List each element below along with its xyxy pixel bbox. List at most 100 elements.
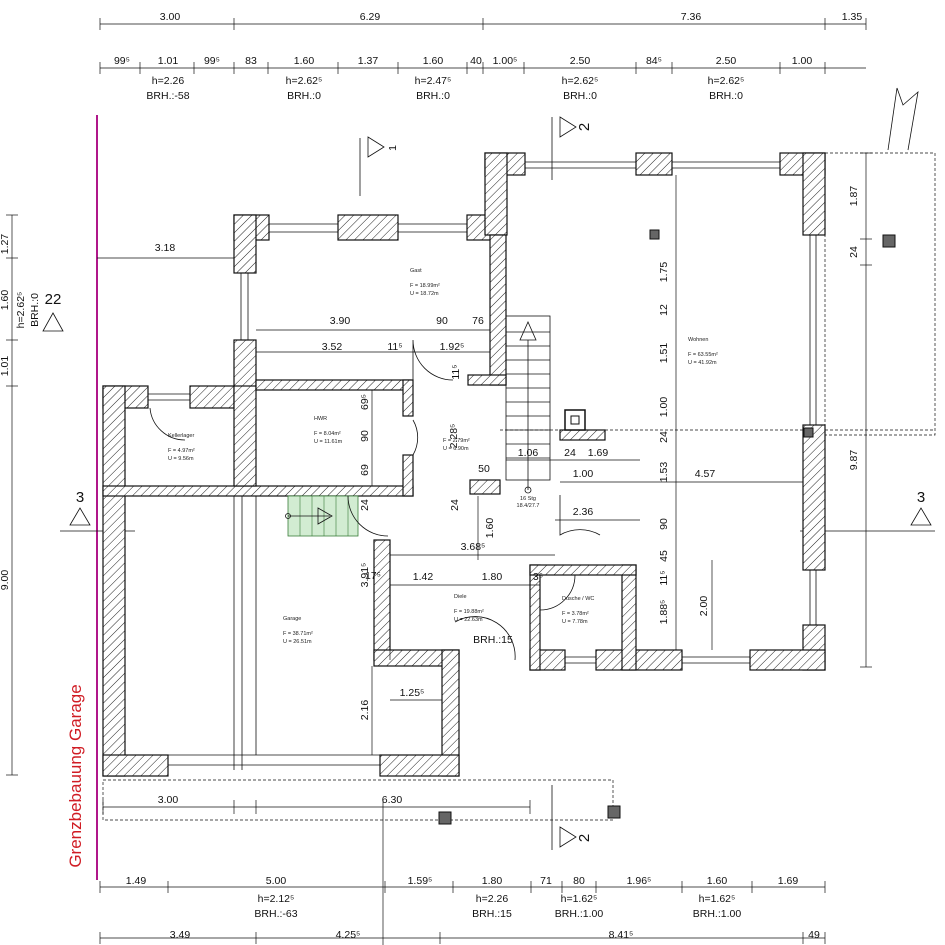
svg-text:1.00: 1.00 xyxy=(658,397,670,418)
column xyxy=(607,805,621,819)
top-dim-r2-10: 2.50 xyxy=(570,55,591,67)
section-mark-1: 1 xyxy=(359,136,399,196)
svg-text:1.00: 1.00 xyxy=(573,468,594,480)
svg-text:4.57: 4.57 xyxy=(695,468,716,480)
room-kellerlager: Kellerlager F = 4.97m² U = 9.56m xyxy=(168,433,195,462)
column xyxy=(649,229,660,240)
column xyxy=(438,811,452,825)
svg-text:1.69: 1.69 xyxy=(588,447,609,459)
svg-text:11⁵: 11⁵ xyxy=(387,341,402,353)
walls xyxy=(102,152,826,777)
top-dimension-row-1: 3.00 6.29 7.36 1.35 xyxy=(99,11,867,30)
window-height: h=2.62⁵ xyxy=(708,75,745,87)
room-gast: Gast F = 18.99m² U = 18.72m xyxy=(410,268,440,297)
svg-text:4.25⁵: 4.25⁵ xyxy=(336,929,361,941)
room-garage: Garage F = 38.71m² U = 26.51m xyxy=(283,616,313,645)
left-dim-3: 1.01 xyxy=(0,356,11,377)
svg-text:F = 38.71m²: F = 38.71m² xyxy=(283,631,313,637)
svg-text:1.75: 1.75 xyxy=(658,262,670,283)
window-height: h=2.62⁵ xyxy=(562,75,599,87)
svg-text:1.59⁵: 1.59⁵ xyxy=(408,875,433,887)
svg-text:90: 90 xyxy=(658,518,670,530)
top-window-specs: h=2.26 BRH.:-58 h=2.62⁵ BRH.:0 h=2.47⁵ B… xyxy=(146,75,744,102)
room-small: F = 2.79m² U = 6.90m xyxy=(443,438,470,452)
svg-text:2.36: 2.36 xyxy=(573,506,594,518)
top-dim-r2-5: 1.60 xyxy=(294,55,315,67)
svg-text:U = 26.51m: U = 26.51m xyxy=(283,639,312,645)
svg-text:F = 8.04m²: F = 8.04m² xyxy=(314,431,341,437)
svg-text:24: 24 xyxy=(449,499,461,511)
svg-text:1.60: 1.60 xyxy=(707,875,728,887)
left-dim-1: 1.27 xyxy=(0,234,11,255)
interior-dimensions: 3.18 3.90 90 76 3.52 11⁵ 1.92⁵ 11⁵ 69⁵ 9… xyxy=(97,175,803,814)
left-dimensions: 1.27 1.60 1.01 9.00 h=2.62⁵ BRH.:0 22 xyxy=(0,214,64,776)
svg-text:BRH.:15: BRH.:15 xyxy=(473,634,513,646)
svg-text:3.91⁵: 3.91⁵ xyxy=(359,563,371,588)
svg-text:1.42: 1.42 xyxy=(413,571,434,583)
svg-text:F = 63.55m²: F = 63.55m² xyxy=(688,352,718,358)
svg-text:Gast: Gast xyxy=(410,268,422,274)
top-dim-2: 6.29 xyxy=(360,11,381,23)
right-dim-2: 24 xyxy=(848,246,860,258)
right-dim-3: 9.87 xyxy=(848,450,860,471)
svg-text:90: 90 xyxy=(359,430,371,442)
svg-text:2: 2 xyxy=(576,834,593,842)
top-dim-r2-13: 1.00 xyxy=(792,55,813,67)
boundary-label: Grenzbebauung Garage xyxy=(66,684,85,867)
svg-text:3: 3 xyxy=(76,489,84,506)
svg-text:90: 90 xyxy=(436,315,448,327)
top-dim-r2-6: 1.37 xyxy=(358,55,379,67)
svg-text:U = 9.56m: U = 9.56m xyxy=(168,456,194,462)
outdoor-area-outline xyxy=(102,779,614,821)
svg-text:1.96⁵: 1.96⁵ xyxy=(627,875,652,887)
window-code-marker xyxy=(42,312,64,332)
doors xyxy=(149,339,601,661)
svg-text:1: 1 xyxy=(387,145,399,151)
svg-text:80: 80 xyxy=(573,875,585,887)
svg-text:BRH.:1.00: BRH.:1.00 xyxy=(693,908,742,920)
top-dim-r2-9: 1.00⁵ xyxy=(493,55,518,67)
svg-text:3.90: 3.90 xyxy=(330,315,351,327)
svg-text:1.51: 1.51 xyxy=(658,343,670,364)
top-dim-3: 7.36 xyxy=(681,11,702,23)
svg-text:24: 24 xyxy=(658,431,670,443)
svg-text:24: 24 xyxy=(359,499,371,511)
terrace-outline xyxy=(824,152,936,436)
svg-text:12: 12 xyxy=(658,304,670,316)
svg-text:3.00: 3.00 xyxy=(158,794,179,806)
top-dim-r2-7: 1.60 xyxy=(423,55,444,67)
svg-text:11⁵: 11⁵ xyxy=(450,364,462,379)
window-height: h=2.47⁵ xyxy=(415,75,452,87)
right-dimensions: 1.87 24 9.87 xyxy=(848,152,872,668)
north-arrow-icon xyxy=(887,87,919,151)
svg-text:2: 2 xyxy=(576,123,593,131)
bottom-window-specs: h=2.12⁵ BRH.:-63 h=2.26 BRH.:15 h=1.62⁵ … xyxy=(254,893,741,920)
window-sill: BRH.:0 xyxy=(563,90,597,102)
svg-text:5.00: 5.00 xyxy=(266,875,287,887)
svg-text:2.28⁵: 2.28⁵ xyxy=(448,424,460,449)
right-dim-1: 1.87 xyxy=(848,186,860,207)
svg-text:1.25⁵: 1.25⁵ xyxy=(400,687,425,699)
top-dim-r2-12: 2.50 xyxy=(716,55,737,67)
window-sill: BRH.:0 xyxy=(416,90,450,102)
top-dim-r2-3: 99⁵ xyxy=(204,55,220,67)
room-dusche-wc: Dusche / WC F = 3.78m² U = 7.78m xyxy=(562,596,594,625)
top-dimension-row-2: 99⁵ 1.01 99⁵ 83 1.60 1.37 1.60 40 1.00⁵ … xyxy=(99,55,866,74)
svg-text:50: 50 xyxy=(478,463,490,475)
svg-text:3.18: 3.18 xyxy=(155,242,176,254)
svg-text:Diele: Diele xyxy=(454,594,467,600)
left-dim-2: 1.60 xyxy=(0,290,11,311)
svg-text:F = 19.88m²: F = 19.88m² xyxy=(454,609,484,615)
svg-text:11⁵: 11⁵ xyxy=(658,570,670,585)
svg-text:1.88⁵: 1.88⁵ xyxy=(658,600,670,625)
top-dim-r2-2: 1.01 xyxy=(158,55,179,67)
svg-text:U = 41.92m: U = 41.92m xyxy=(688,360,717,366)
svg-text:U = 7.78m: U = 7.78m xyxy=(562,619,588,625)
window-sill: BRH.:0 xyxy=(287,90,321,102)
left-window-sill: BRH.:0 xyxy=(29,293,41,327)
svg-text:F = 4.97m²: F = 4.97m² xyxy=(168,448,195,454)
svg-text:F = 2.79m²: F = 2.79m² xyxy=(443,438,470,444)
svg-text:U = 6.90m: U = 6.90m xyxy=(443,446,469,452)
